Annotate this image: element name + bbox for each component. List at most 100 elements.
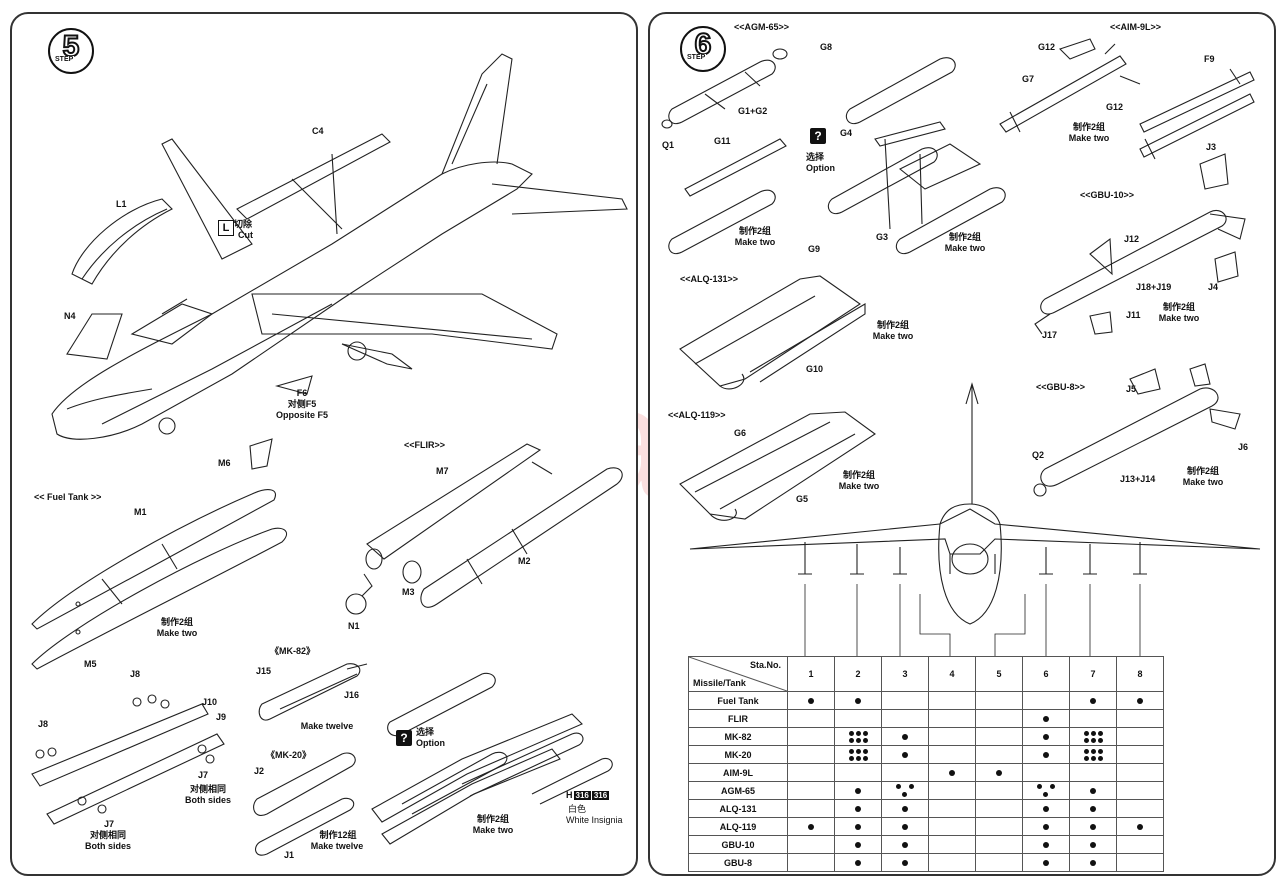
alq119-title: <<ALQ-119>> bbox=[668, 410, 726, 420]
station-cell bbox=[1022, 835, 1070, 854]
load-dot bbox=[1043, 841, 1049, 848]
table-row: GBU-10 bbox=[688, 835, 1164, 854]
station-cell bbox=[787, 763, 835, 782]
table-row: ALQ-119 bbox=[688, 817, 1164, 836]
station-cell bbox=[834, 835, 882, 854]
part-label-g3: G3 bbox=[876, 232, 889, 242]
station-cell bbox=[928, 853, 976, 872]
row-store-name: ALQ-131 bbox=[688, 799, 788, 818]
alq131-title: <<ALQ-131>> bbox=[680, 274, 739, 284]
load-dot bbox=[1090, 697, 1096, 704]
station-cell bbox=[1022, 763, 1070, 782]
part-label-j17: J17 bbox=[1042, 330, 1058, 340]
load-dot bbox=[1043, 823, 1049, 830]
station-cell bbox=[928, 691, 976, 710]
load-dot bbox=[1090, 787, 1096, 794]
gbu8-bomb bbox=[1040, 387, 1219, 487]
station-cell bbox=[1022, 817, 1070, 836]
station-loadout-table: Sta.No. Missile/Tank 1 2 3 4 5 6 7 8 Fue… bbox=[688, 656, 1164, 872]
station-cell bbox=[1069, 853, 1117, 872]
part-label-g5: G5 bbox=[796, 494, 809, 504]
station-leader-lines bbox=[804, 584, 1141, 656]
part-label-j11: J11 bbox=[1126, 310, 1141, 320]
load-dot bbox=[855, 787, 861, 794]
fuel-make-zh: 制作2组 bbox=[160, 617, 193, 627]
part-label-g6: G6 bbox=[734, 428, 747, 438]
station-cell bbox=[928, 727, 976, 746]
station-cell bbox=[1116, 763, 1164, 782]
load-dot bbox=[1043, 805, 1049, 812]
load-dot bbox=[855, 805, 861, 812]
load-six-dots bbox=[1083, 730, 1103, 743]
load-dot bbox=[855, 841, 861, 848]
station-cell bbox=[928, 799, 976, 818]
step-6-badge: 6 STEP bbox=[680, 26, 726, 72]
make-alq119-zh: 制作2组 bbox=[842, 470, 875, 480]
make-gbu8-zh: 制作2组 bbox=[1186, 466, 1219, 476]
station-header: 7 bbox=[1069, 656, 1117, 692]
make-agm-a-zh: 制作2组 bbox=[738, 226, 771, 236]
row-store-name: ALQ-119 bbox=[688, 817, 788, 836]
station-cell bbox=[787, 727, 835, 746]
bomb-rack-cluster bbox=[371, 713, 583, 823]
load-three-dots bbox=[896, 783, 914, 798]
load-dot bbox=[1137, 697, 1143, 704]
table-header-station: Sta.No. bbox=[749, 660, 781, 670]
station-cell bbox=[1022, 691, 1070, 710]
part-label-g12-bottom: G12 bbox=[1106, 102, 1124, 112]
load-dot bbox=[1137, 823, 1143, 830]
step-5-panel: 5 STEP L1 N4 C4 L 切除 Cut F6 对侧F5 Opposit… bbox=[10, 12, 638, 876]
gbu10-title: <<GBU-10>> bbox=[1080, 190, 1135, 200]
mk20-bomb bbox=[253, 752, 356, 816]
pylon-both-right-zh: 对侧相同 bbox=[189, 784, 226, 794]
table-row: AIM-9L bbox=[688, 763, 1164, 782]
part-label-j9: J9 bbox=[216, 712, 227, 722]
mk20-make-zh: 制作12组 bbox=[319, 830, 357, 840]
part-label-m1: M1 bbox=[134, 507, 147, 517]
part-label-j4: J4 bbox=[1208, 282, 1219, 292]
make-aim-en: Make two bbox=[1068, 133, 1110, 143]
part-label-j1: J1 bbox=[284, 850, 295, 860]
option-en: Option bbox=[416, 738, 445, 748]
part-label-g12-top: G12 bbox=[1038, 42, 1056, 52]
station-cell bbox=[787, 799, 835, 818]
station-cell bbox=[975, 763, 1023, 782]
row-store-name: GBU-10 bbox=[688, 835, 788, 854]
station-cell bbox=[834, 727, 882, 746]
part-label-g8: G8 bbox=[820, 42, 833, 52]
part-label-f6: F6 bbox=[296, 388, 308, 398]
station-cell bbox=[834, 817, 882, 836]
mk82-title: 《MK-82》 bbox=[270, 646, 316, 656]
table-row: Fuel Tank bbox=[688, 691, 1164, 710]
mk82-bomb bbox=[258, 663, 361, 721]
aircraft-fuselage-front bbox=[938, 503, 1002, 625]
load-dot bbox=[1043, 715, 1049, 722]
part-label-g10: G10 bbox=[806, 364, 824, 374]
station-cell bbox=[881, 799, 929, 818]
station-cell bbox=[834, 799, 882, 818]
station-cell bbox=[975, 835, 1023, 854]
station-cell bbox=[1022, 781, 1070, 800]
row-store-name: GBU-8 bbox=[688, 853, 788, 872]
station-cell bbox=[928, 835, 976, 854]
flir-pod-m7 bbox=[366, 443, 542, 560]
make-agm-b-zh: 制作2组 bbox=[948, 232, 981, 242]
load-dot bbox=[1090, 841, 1096, 848]
load-dot bbox=[1090, 859, 1096, 866]
row-store-name: Fuel Tank bbox=[688, 691, 788, 710]
part-label-j18j19: J18+J19 bbox=[1136, 282, 1172, 292]
flir-title: <<FLIR>> bbox=[404, 440, 446, 450]
part-label-f9: F9 bbox=[1204, 54, 1215, 64]
station-cell bbox=[1069, 799, 1117, 818]
option-question-icon: ? bbox=[810, 128, 826, 144]
station-cell bbox=[881, 817, 929, 836]
make-alq131-zh: 制作2组 bbox=[876, 320, 909, 330]
cut-label-zh: 切除 bbox=[234, 219, 253, 229]
load-six-dots bbox=[848, 748, 868, 761]
station-cell bbox=[975, 745, 1023, 764]
make-aim-zh: 制作2组 bbox=[1072, 122, 1105, 132]
fuel-tank-m1 bbox=[31, 489, 276, 630]
station-cell bbox=[881, 853, 929, 872]
table-row: MK-82 bbox=[688, 727, 1164, 746]
